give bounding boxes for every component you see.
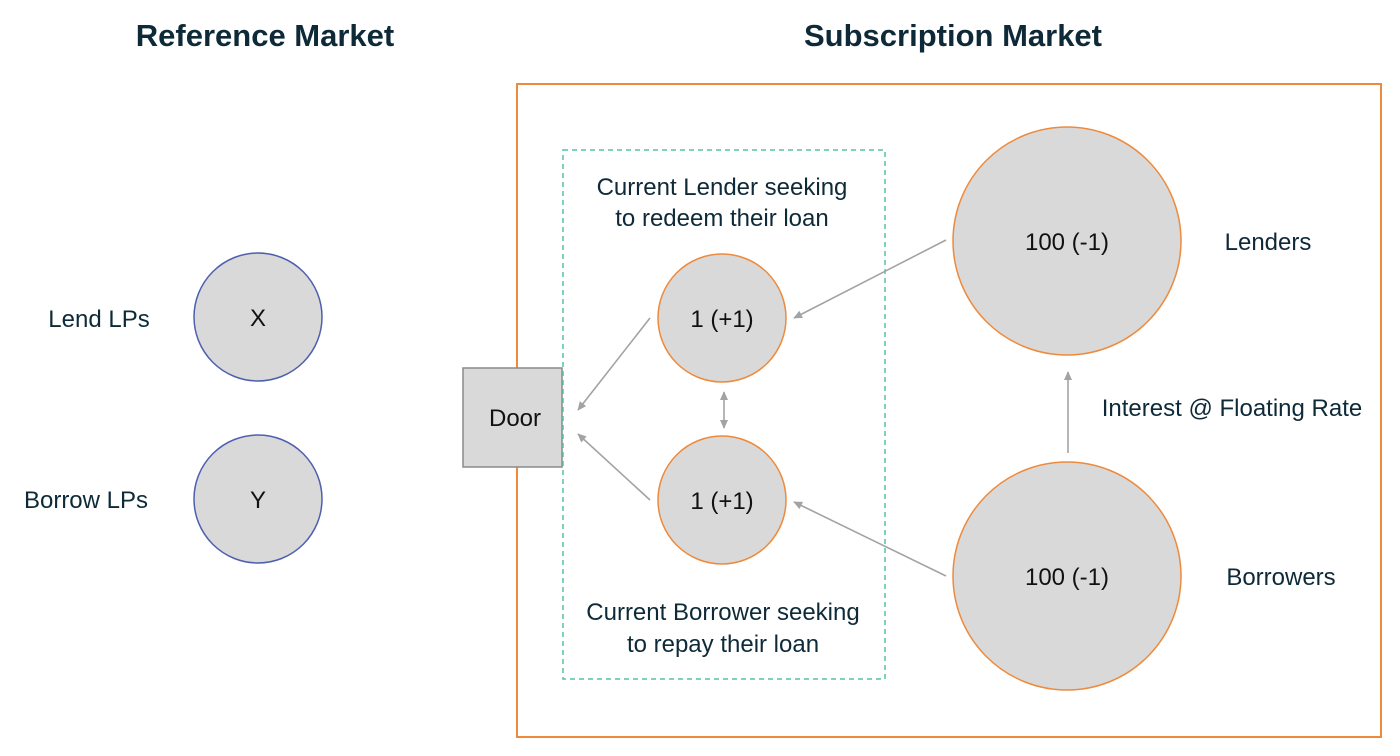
- lend-lps-label: Lend LPs: [48, 306, 149, 333]
- borrow-lps-node: [193, 434, 323, 564]
- redeeming-lender-value: 1 (+1): [690, 306, 753, 333]
- borrower-caption-line-2: to repay their loan: [627, 631, 819, 658]
- repaying-borrower-value: 1 (+1): [690, 488, 753, 515]
- borrowers-label: Borrowers: [1226, 564, 1335, 591]
- lenders-label: Lenders: [1225, 229, 1312, 256]
- door-box: [462, 367, 563, 468]
- repaying-borrower-node: [657, 435, 787, 565]
- borrowers-pool-node: [952, 461, 1182, 691]
- borrow-lps-value: Y: [250, 487, 266, 514]
- lender-caption-line-2: to redeem their loan: [615, 205, 828, 232]
- arrow-lenders-to-redeeming: [793, 239, 947, 319]
- arrow-borrowers-to-repaying: [793, 501, 947, 577]
- lend-lps-value: X: [250, 305, 266, 332]
- reference-market-title: Reference Market: [136, 18, 394, 53]
- lenders-pool-value: 100 (-1): [1025, 229, 1109, 256]
- lender-caption-line-1: Current Lender seeking: [597, 174, 848, 201]
- subscription-market-title: Subscription Market: [804, 18, 1102, 53]
- lend-lps-node: [193, 252, 323, 382]
- borrower-caption-line-1: Current Borrower seeking: [586, 599, 859, 626]
- queue-dashed-box: [562, 149, 886, 680]
- interest-label: Interest @ Floating Rate: [1102, 395, 1362, 422]
- arrow-repaying-to-door: [577, 433, 651, 501]
- lenders-pool-node: [952, 126, 1182, 356]
- arrow-redeeming-to-door: [577, 317, 651, 411]
- borrow-lps-label: Borrow LPs: [24, 487, 148, 514]
- borrowers-pool-value: 100 (-1): [1025, 564, 1109, 591]
- door-label: Door: [489, 405, 541, 432]
- redeeming-lender-node: [657, 253, 787, 383]
